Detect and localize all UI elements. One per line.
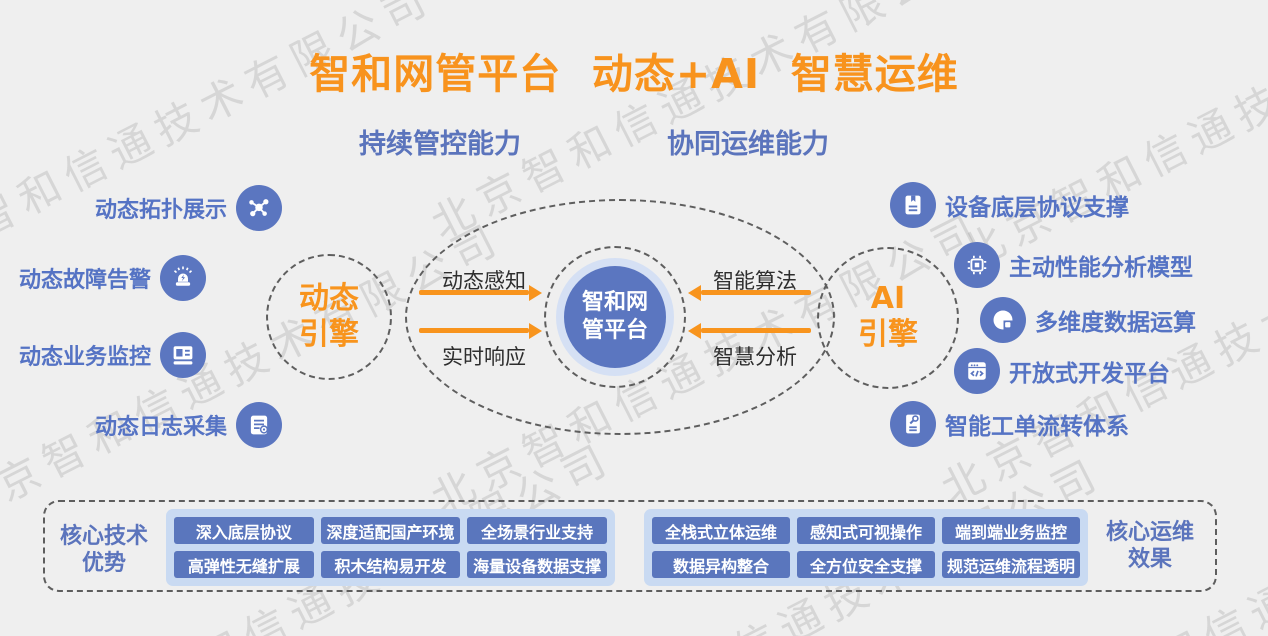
band-label-line: 核心运维 <box>1105 520 1194 545</box>
feature-label: 智能工单流转体系 <box>945 414 1129 440</box>
feature-device-protocol-support: 设备底层协议支撑 <box>890 182 1129 228</box>
flow-label-realtime-response: 实时响应 <box>442 345 526 369</box>
feature-dynamic-topology: 动态拓扑展示 <box>95 185 282 231</box>
pie-chart-icon <box>980 297 1026 343</box>
work-order-icon <box>890 401 936 447</box>
heading-continuous-control: 持续管控能力 <box>359 129 521 160</box>
effect-chip: 数据异构整合 <box>652 551 790 578</box>
effect-chip: 规范运维流程透明 <box>942 551 1080 578</box>
flow-label-smart-analysis: 智慧分析 <box>713 345 797 369</box>
page-title: 智和网管平台 动态+AI 智慧运维 <box>309 50 959 98</box>
band-label-line: 优势 <box>81 551 126 576</box>
feature-label: 动态业务监控 <box>18 345 151 370</box>
tech-chip: 全场景行业支持 <box>467 517 607 544</box>
heading-collaborative-ops: 协同运维能力 <box>667 129 829 160</box>
platform-dashed-ring <box>544 246 686 388</box>
dynamic-engine-circle <box>266 254 392 380</box>
topology-icon <box>236 185 282 231</box>
feature-smart-workorder: 智能工单流转体系 <box>890 401 1129 447</box>
feature-label: 动态故障告警 <box>18 268 151 293</box>
engine-label-line: 引擎 <box>299 317 359 352</box>
feature-label: 设备底层协议支撑 <box>945 195 1129 221</box>
feature-label: 多维度数据运算 <box>1035 310 1196 336</box>
bottom-dashed-box <box>43 500 1217 592</box>
engine-label-line: AI <box>870 281 906 316</box>
ai-engine-label: AI 引擎 <box>819 281 957 353</box>
effect-chip-panel: 全栈式立体运维 感知式可视操作 端到端业务监控 数据异构整合 全方位安全支撑 规… <box>644 509 1088 586</box>
core-tech-advantages-label: 核心技术 优势 <box>46 523 162 577</box>
business-monitor-icon <box>160 332 206 378</box>
feature-multidimensional-data: 多维度数据运算 <box>980 297 1196 343</box>
feature-dynamic-fault-alarm: 动态故障告警 <box>19 255 206 301</box>
feature-label: 动态日志采集 <box>94 415 227 440</box>
flow-arrow-dynamic-perception <box>419 290 529 295</box>
flow-arrow-realtime-response <box>419 328 529 333</box>
engine-label-line: 引擎 <box>858 317 918 352</box>
effect-chip: 全方位安全支撑 <box>797 551 935 578</box>
protocol-book-icon <box>890 182 936 228</box>
feature-dynamic-log-collect: 动态日志采集 <box>95 402 282 448</box>
flow-arrow-intelligent-algorithm <box>701 290 811 295</box>
effect-chip: 端到端业务监控 <box>942 517 1080 544</box>
feature-label: 动态拓扑展示 <box>94 198 227 223</box>
effect-chip: 全栈式立体运维 <box>652 517 790 544</box>
core-ops-effects-label: 核心运维 效果 <box>1090 519 1210 573</box>
tech-chip: 海量设备数据支撑 <box>467 551 607 578</box>
engine-label-line: 动态 <box>299 281 359 316</box>
tech-chip: 深入底层协议 <box>174 517 314 544</box>
band-label-line: 效果 <box>1127 547 1172 572</box>
code-window-icon <box>954 348 1000 394</box>
feature-proactive-performance-model: 主动性能分析模型 <box>954 242 1193 288</box>
tech-chip: 积木结构易开发 <box>320 551 461 578</box>
feature-dynamic-business-monitor: 动态业务监控 <box>19 332 206 378</box>
flow-arrow-smart-analysis <box>701 328 811 333</box>
tech-chip-panel: 深入底层协议 深度适配国产环境 全场景行业支持 高弹性无缝扩展 积木结构易开发 … <box>166 509 615 586</box>
band-label-line: 核心技术 <box>59 524 148 549</box>
feature-label: 主动性能分析模型 <box>1009 255 1193 281</box>
log-collect-icon <box>236 402 282 448</box>
effect-chip: 感知式可视操作 <box>797 517 935 544</box>
flow-label-dynamic-perception: 动态感知 <box>442 269 526 293</box>
tech-chip: 深度适配国产环境 <box>320 517 461 544</box>
feature-label: 开放式开发平台 <box>1009 361 1170 387</box>
flow-label-intelligent-algorithm: 智能算法 <box>713 269 797 293</box>
alarm-icon <box>160 255 206 301</box>
dynamic-engine-label: 动态 引擎 <box>268 281 390 353</box>
feature-open-dev-platform: 开放式开发平台 <box>954 348 1170 394</box>
tech-chip: 高弹性无缝扩展 <box>174 551 314 578</box>
cpu-chip-icon <box>954 242 1000 288</box>
ai-engine-circle <box>817 247 959 389</box>
